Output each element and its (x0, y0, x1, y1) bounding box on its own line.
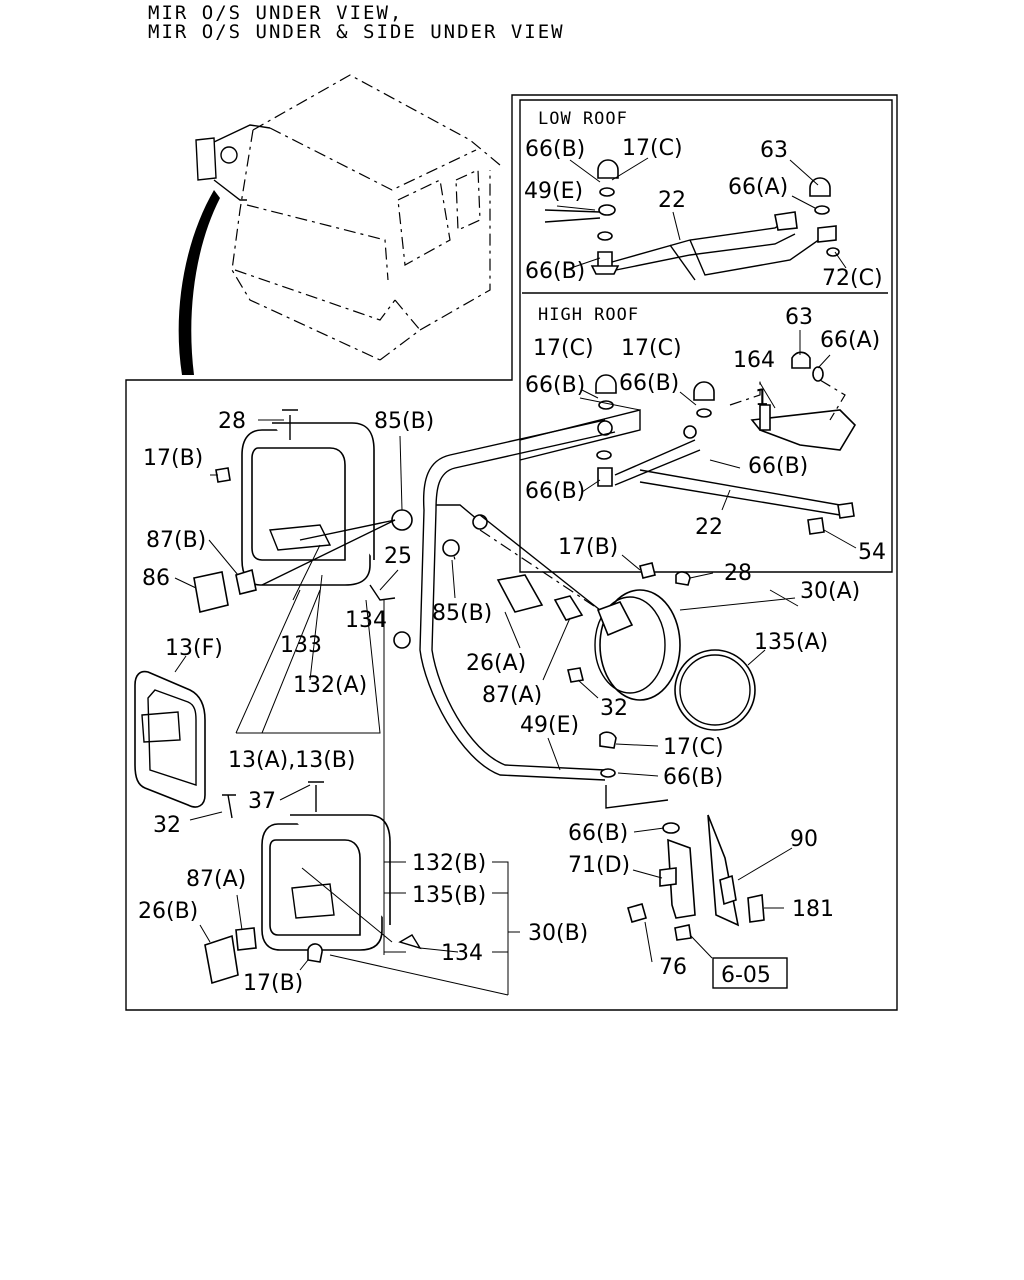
label-66b-b: 66(B) (568, 821, 628, 846)
label-lr-49e: 49(E) (524, 179, 583, 204)
diagram-header: MIR O/S UNDER VIEW, MIR O/S UNDER & SIDE… (148, 4, 565, 42)
label-13ab: 13(A),13(B) (228, 748, 355, 773)
main-border (125, 94, 898, 1011)
label-90: 90 (790, 827, 818, 852)
label-37: 37 (248, 789, 276, 814)
label-87b: 87(B) (146, 528, 206, 553)
label-30b: 30(B) (528, 921, 588, 946)
label-13f: 13(F) (165, 636, 223, 661)
label-66b-a: 66(B) (663, 765, 723, 790)
label-85b-a: 85(B) (374, 409, 434, 434)
label-76: 76 (659, 955, 687, 980)
label-17b-a: 17(B) (143, 446, 203, 471)
label-hr-66a: 66(A) (820, 328, 880, 353)
label-87a-a: 87(A) (482, 683, 542, 708)
label-lr-22: 22 (658, 188, 686, 213)
label-17b-c: 17(B) (243, 971, 303, 996)
label-hr-54: 54 (858, 540, 886, 565)
cab-illustration (178, 74, 501, 375)
label-49e: 49(E) (520, 713, 579, 738)
label-hr-66b-c: 66(B) (748, 454, 808, 479)
label-135a: 135(A) (754, 630, 828, 655)
label-135b: 135(B) (412, 883, 486, 908)
label-132a: 132(A) (293, 673, 367, 698)
label-hr-63: 63 (785, 305, 813, 330)
high-roof-title: HIGH ROOF (538, 305, 639, 325)
label-hr-164: 164 (733, 348, 775, 373)
round-mirror (479, 514, 756, 778)
label-lr-72c: 72(C) (822, 266, 883, 291)
label-lr-63: 63 (760, 138, 788, 163)
label-25: 25 (384, 544, 412, 569)
label-17b-b: 17(B) (558, 535, 618, 560)
label-30a: 30(A) (800, 579, 860, 604)
label-32-b: 32 (153, 813, 181, 838)
label-133: 133 (280, 633, 322, 658)
label-hr-1: 1 (755, 386, 769, 411)
flat-mirror (134, 670, 206, 808)
label-6-05[interactable]: 6-05 (721, 963, 771, 988)
lower-mirror (204, 781, 422, 985)
low-roof-parts (544, 159, 840, 281)
label-26a: 26(A) (466, 651, 526, 676)
label-lr-66b-bot: 66(B) (525, 259, 585, 284)
label-hr-66b-d: 66(B) (525, 479, 585, 504)
label-lr-66b-top: 66(B) (525, 137, 585, 162)
low-roof-title: LOW ROOF (538, 109, 628, 129)
label-lr-66a: 66(A) (728, 175, 788, 200)
label-87a-b: 87(A) (186, 867, 246, 892)
label-28-b: 28 (724, 561, 752, 586)
label-32-a: 32 (600, 696, 628, 721)
label-181: 181 (792, 897, 834, 922)
label-hr-66b-b: 66(B) (619, 371, 679, 396)
part-labels: 66(B) 17(C) 63 49(E) 22 66(A) 66(B) 72(C… (138, 136, 886, 996)
label-26b: 26(B) (138, 899, 198, 924)
label-17c: 17(C) (663, 735, 724, 760)
inset-border (519, 99, 893, 573)
leader-lines (174, 157, 857, 996)
label-hr-17c-a: 17(C) (533, 336, 594, 361)
mirror-arm (393, 419, 616, 781)
upper-mirror (193, 409, 413, 613)
label-28-a: 28 (218, 409, 246, 434)
label-134-a: 134 (345, 608, 387, 633)
label-hr-22: 22 (695, 515, 723, 540)
label-hr-66b-a: 66(B) (525, 373, 585, 398)
label-132b: 132(B) (412, 851, 486, 876)
label-85b-b: 85(B) (432, 601, 492, 626)
ref-box (712, 957, 788, 989)
label-86: 86 (142, 566, 170, 591)
label-hr-17c-b: 17(C) (621, 336, 682, 361)
bracket (605, 785, 765, 941)
label-71d: 71(D) (568, 853, 630, 878)
header-line-2: MIR O/S UNDER & SIDE UNDER VIEW (148, 21, 565, 43)
label-lr-17c: 17(C) (622, 136, 683, 161)
label-134-b: 134 (441, 941, 483, 966)
header-line-1: MIR O/S UNDER VIEW, (148, 2, 404, 24)
